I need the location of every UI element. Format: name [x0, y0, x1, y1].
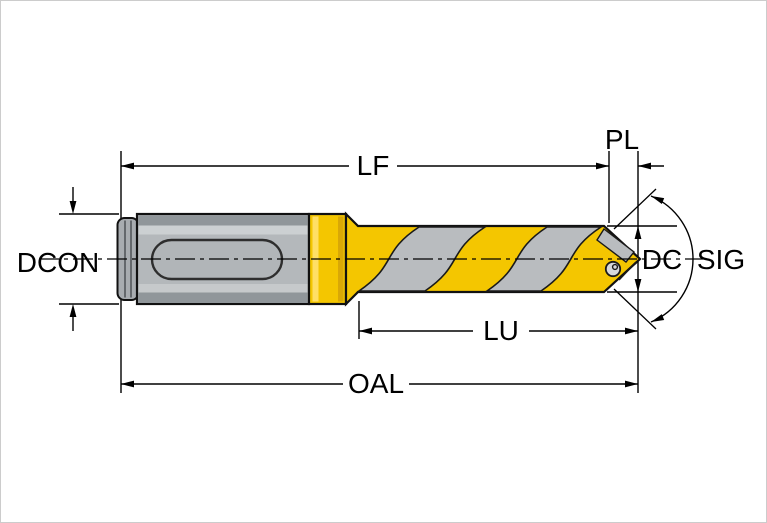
dimension-pl	[638, 162, 664, 170]
arrowhead	[638, 162, 651, 170]
label-oal: OAL	[348, 368, 404, 399]
arrowhead	[625, 380, 638, 388]
arrowhead	[121, 380, 134, 388]
label-dcon: DCON	[17, 247, 99, 278]
tip-insert-edge	[618, 261, 637, 281]
label-sig: SIG	[697, 244, 745, 275]
arrowhead	[634, 226, 642, 239]
dimension-oal	[121, 380, 638, 388]
dimension-lu	[359, 327, 638, 335]
label-pl: PL	[605, 124, 639, 155]
arrowhead	[596, 162, 609, 170]
label-lu: LU	[483, 315, 519, 346]
arrowhead	[69, 304, 77, 317]
sig-edge-extension-top	[613, 188, 657, 230]
shank-shading-bottom	[138, 292, 308, 303]
arrowhead	[651, 196, 665, 204]
dimension-labels: LF PL DCON DC SIG LU OAL	[17, 124, 745, 399]
tip-insert-seat	[596, 227, 635, 263]
shank-shading-lower	[138, 284, 308, 293]
arrowhead	[69, 201, 77, 214]
dimension-lf	[121, 162, 609, 170]
arrowhead	[359, 327, 372, 335]
sig-edge-extension-bottom	[613, 288, 657, 330]
insert-screw-center	[611, 263, 619, 271]
arrowhead	[634, 279, 642, 292]
dimension-dc	[634, 226, 642, 292]
label-dc: DC	[642, 244, 682, 275]
shank-shading-top	[138, 215, 308, 226]
shank-shading-upper	[138, 225, 308, 235]
arrowhead	[651, 314, 665, 322]
arrowhead	[625, 327, 638, 335]
dimension-dcon	[69, 187, 77, 331]
collar-shade	[338, 216, 344, 302]
label-lf: LF	[357, 150, 390, 181]
arrowhead	[121, 162, 134, 170]
